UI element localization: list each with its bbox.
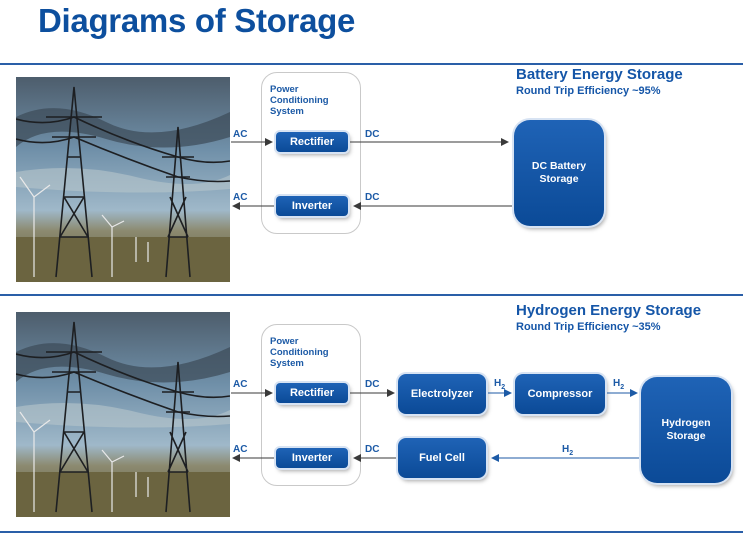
power-lines-photo-hydrogen bbox=[16, 312, 230, 517]
hydrogen-section-title: Hydrogen Energy Storage bbox=[516, 302, 702, 319]
fuel-cell-box: Fuel Cell bbox=[398, 438, 486, 478]
inverter-box-battery: Inverter bbox=[276, 196, 348, 216]
electrolyzer-box: Electrolyzer bbox=[398, 374, 486, 414]
hydrogen-storage-box: Hydrogen Storage bbox=[641, 377, 731, 483]
dc-in-label-battery: DC bbox=[365, 192, 380, 203]
battery-section-title: Battery Energy Storage bbox=[516, 66, 683, 83]
ac-out-label-hydrogen: AC bbox=[233, 444, 248, 455]
rectifier-box-hydrogen: Rectifier bbox=[276, 383, 348, 403]
pcs-label-battery: Power Conditioning System bbox=[270, 84, 329, 117]
dc-battery-storage-box: DC Battery Storage bbox=[514, 120, 604, 226]
section-divider-middle bbox=[0, 294, 743, 296]
hydrogen-efficiency: Round Trip Efficiency ~35% bbox=[516, 321, 661, 333]
power-lines-photo bbox=[16, 77, 230, 282]
compressor-box: Compressor bbox=[515, 374, 605, 414]
dc-out-label-battery: DC bbox=[365, 129, 380, 140]
page-title: Diagrams of Storage bbox=[38, 2, 356, 39]
battery-efficiency: Round Trip Efficiency ~95% bbox=[516, 85, 661, 97]
section-divider-bottom bbox=[0, 531, 743, 533]
rectifier-box-battery: Rectifier bbox=[276, 132, 348, 152]
dc-in-label-hydrogen: DC bbox=[365, 444, 380, 455]
ac-out-label-battery: AC bbox=[233, 192, 248, 203]
ac-in-label-battery: AC bbox=[233, 129, 248, 140]
pcs-label-hydrogen: Power Conditioning System bbox=[270, 336, 329, 369]
h2-label-electrolyzer-compressor: H2 bbox=[494, 378, 506, 391]
section-divider-top bbox=[0, 63, 743, 65]
inverter-box-hydrogen: Inverter bbox=[276, 448, 348, 468]
dc-out-label-hydrogen: DC bbox=[365, 379, 380, 390]
h2-label-compressor-storage: H2 bbox=[613, 378, 625, 391]
h2-label-storage-fuelcell: H2 bbox=[562, 444, 574, 457]
ac-in-label-hydrogen: AC bbox=[233, 379, 248, 390]
